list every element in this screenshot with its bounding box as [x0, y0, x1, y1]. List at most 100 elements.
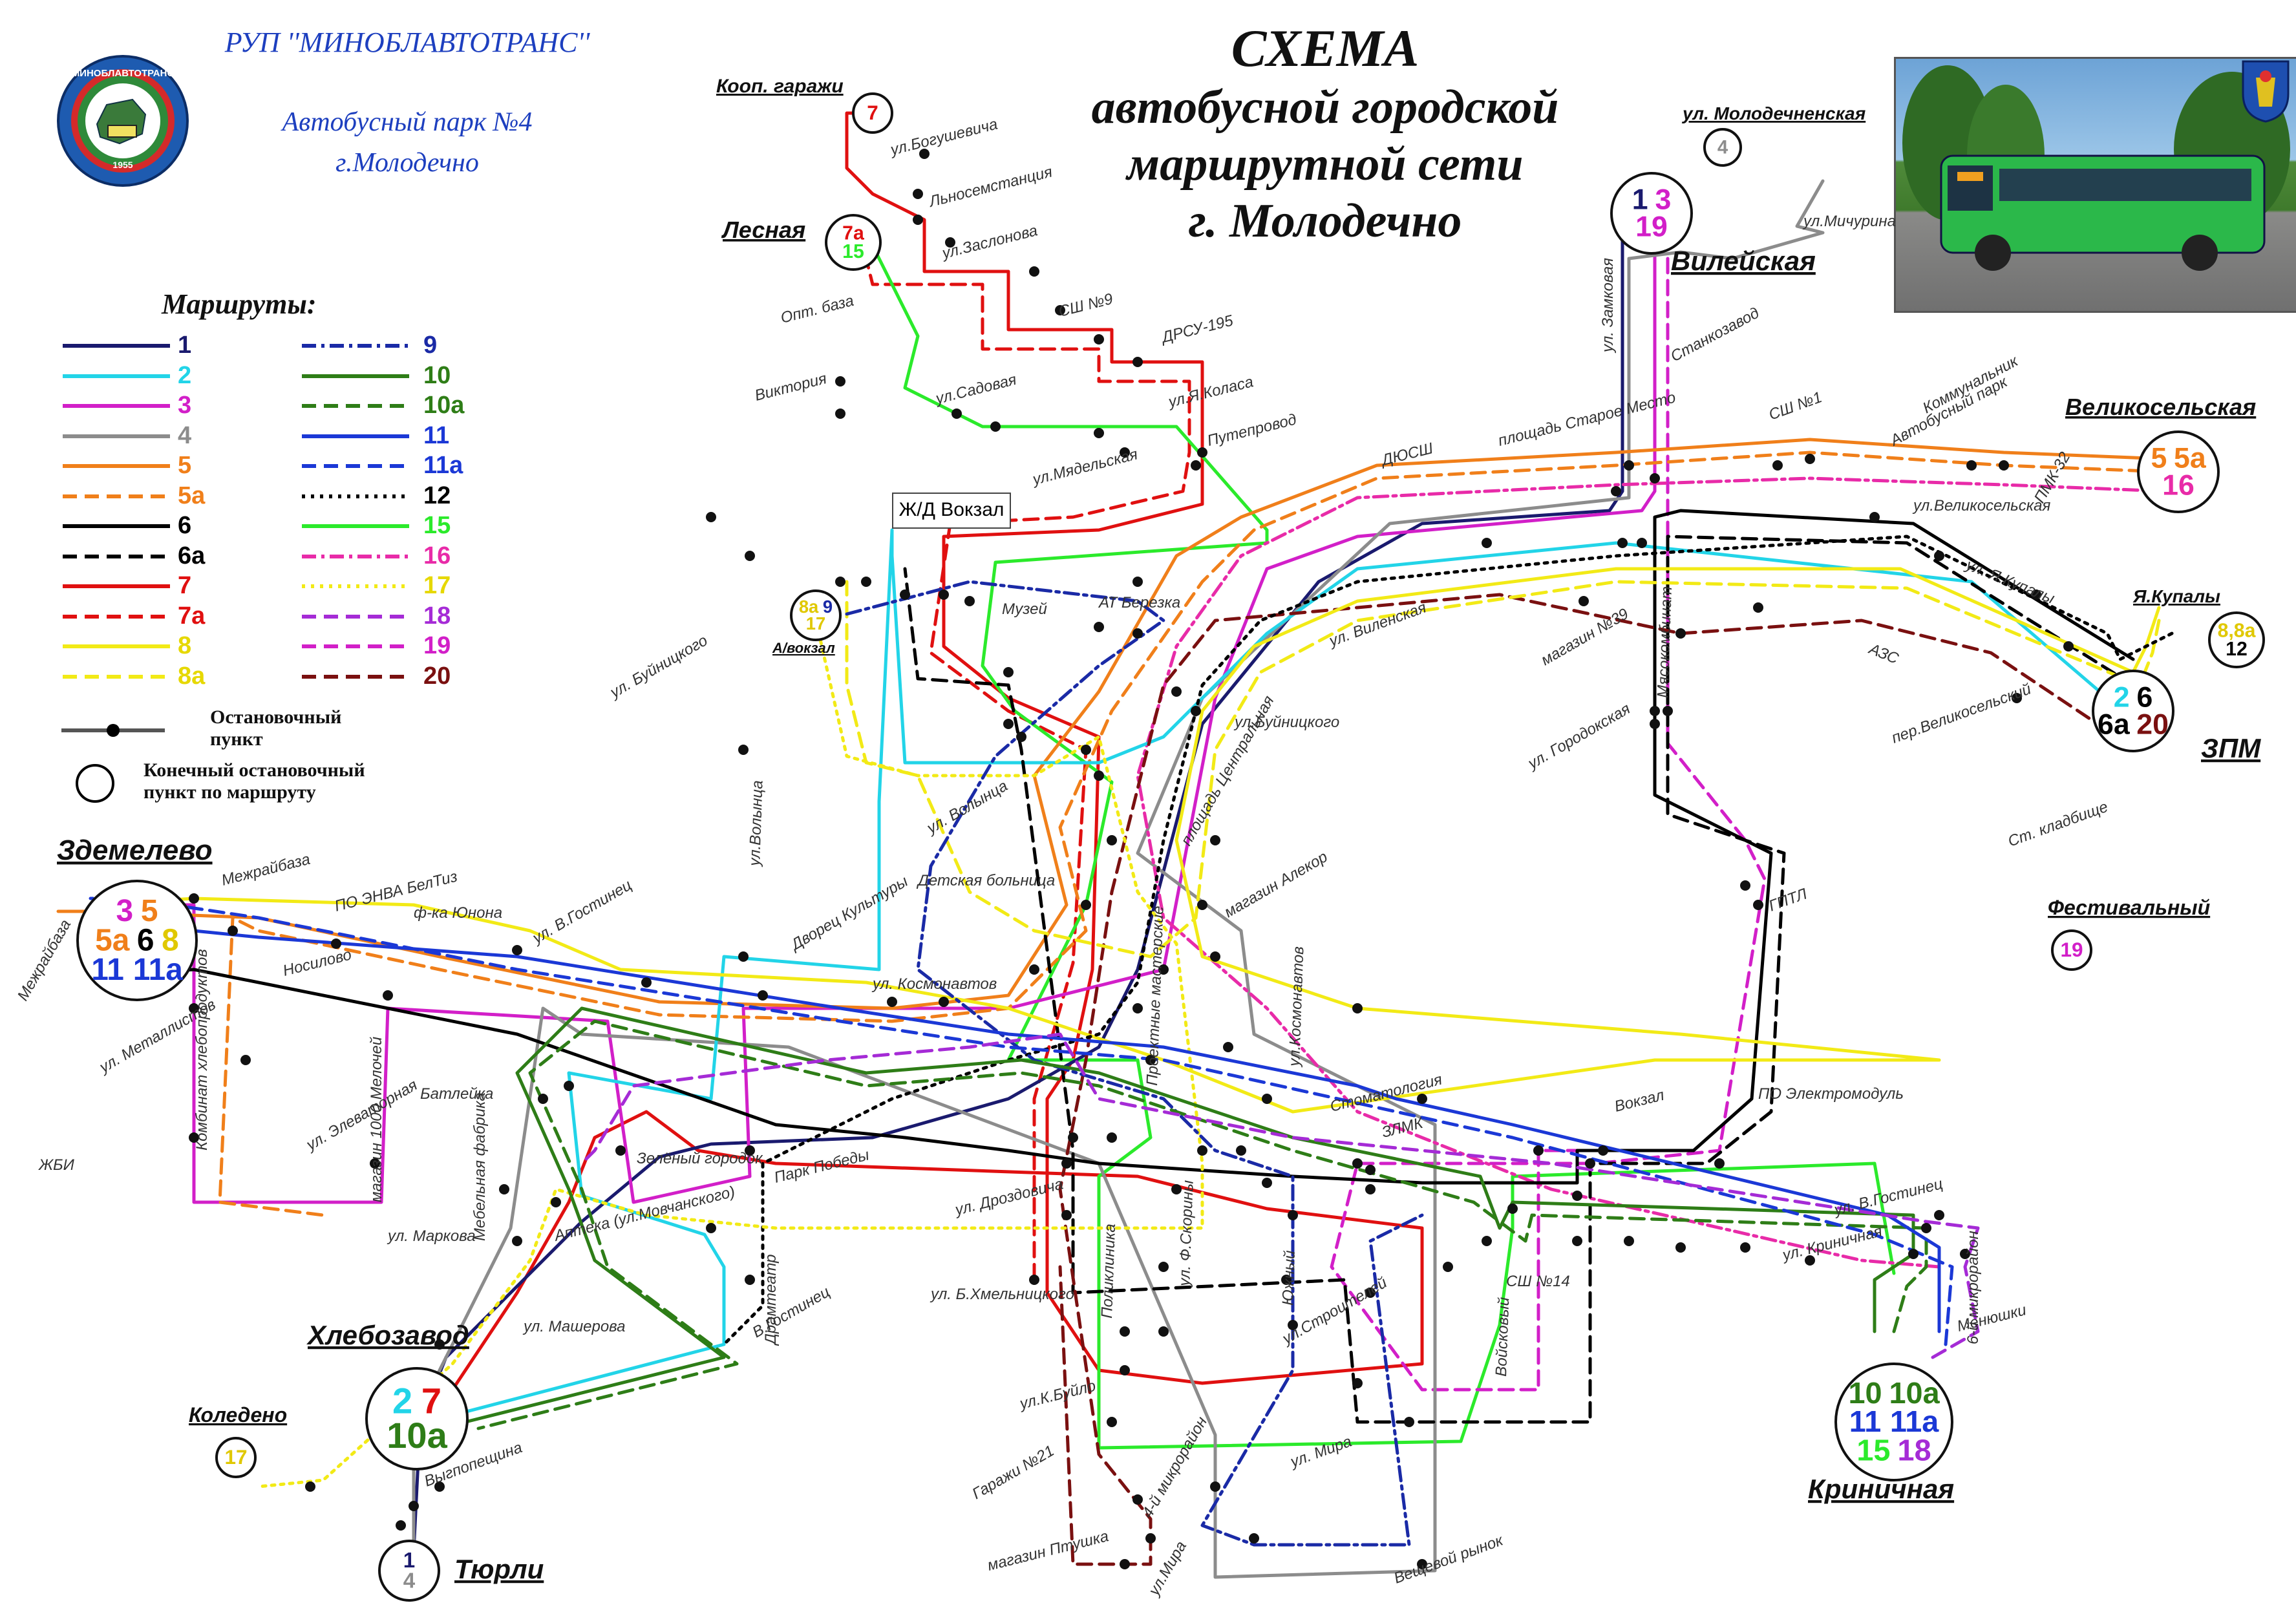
stop-label: Виктория: [753, 370, 829, 405]
terminal-route-number: 11а: [133, 953, 184, 987]
terminal-name: А/вокзал: [772, 640, 835, 656]
terminal-route-number: 8,8а: [2218, 620, 2256, 641]
stop-label: Автобусный парк: [1886, 373, 2011, 451]
terminal-route-number: 7: [867, 101, 878, 124]
terminal-circle: [2051, 929, 2092, 971]
stop-point: [1443, 1262, 1453, 1272]
stop-point: [738, 951, 749, 962]
stop-point: [1029, 266, 1039, 277]
legend-route-number: 5: [178, 452, 192, 479]
stop-point: [1578, 596, 1589, 606]
terminal-circle: [2092, 670, 2174, 752]
legend-route-number: 20: [423, 662, 451, 690]
stop-point: [1999, 460, 2009, 471]
stop-label: 4-й микрорайон: [1139, 1414, 1211, 1521]
stop-point: [1210, 835, 1220, 845]
terminal-circle: [378, 1540, 440, 1602]
stop-point: [1352, 1003, 1363, 1013]
terminal-name: Лесная: [721, 217, 805, 243]
route-line-8: [89, 567, 2161, 1114]
stop-point: [2031, 589, 2041, 600]
terminal-route-number: 10: [1849, 1376, 1882, 1410]
stop-label: магазин Алекор: [1222, 848, 1331, 921]
stop-point: [1365, 1288, 1376, 1298]
stop-point: [835, 376, 845, 387]
stop-point: [1960, 1249, 1970, 1259]
title-line-4: г. Молодечно: [1188, 195, 1462, 248]
legend-route-11a: 11a: [301, 452, 514, 482]
legend-route-number: 18: [423, 602, 451, 630]
stop-label: площадь Старое Место: [1496, 388, 1677, 449]
stop-point: [1650, 719, 1660, 729]
legend-route-2: 2: [61, 362, 275, 392]
terminal-name: Коледено: [189, 1403, 287, 1427]
stop-label: ул.Космонавтов: [1286, 946, 1308, 1068]
stop-point: [2012, 693, 2022, 703]
stop-label: ул.Волынца: [746, 780, 767, 867]
stop-label: ПО Электромодуль: [1758, 1085, 1904, 1103]
legend-route-number: 6a: [178, 542, 206, 569]
legend-route-20: 20: [301, 662, 514, 692]
terminal-route-number: 6а: [2098, 709, 2131, 741]
stop-point: [1094, 622, 1104, 632]
stop-point: [1572, 1236, 1582, 1246]
stop-label: Льносемстанция: [926, 163, 1054, 211]
terminal-circle: [2208, 611, 2265, 668]
stop-point: [1003, 719, 1014, 729]
legend-route-number: 16: [423, 542, 451, 569]
legend-route-number: 19: [423, 632, 451, 659]
legend-route-3: 3: [61, 392, 275, 421]
stop-point: [1417, 1559, 1427, 1569]
terminal-route-number: 9: [823, 597, 833, 617]
stop-label: ЖБИ: [38, 1156, 75, 1174]
stop-label: Ст. кладбище: [2006, 798, 2110, 851]
terminal-name: Криничная: [1808, 1474, 1954, 1504]
legend-route-9: 9: [301, 332, 514, 361]
stop-label: 6-й микрорайон: [1964, 1231, 1982, 1344]
stop-point: [1417, 1094, 1427, 1104]
stop-point: [1663, 706, 1673, 716]
stop-point: [1598, 1145, 1608, 1156]
stop-point: [1210, 951, 1220, 962]
stop-label: ул. Я.Купалы: [1962, 556, 2057, 608]
terminal-route-number: 5: [141, 894, 158, 928]
stop-point: [1145, 1533, 1156, 1543]
route-line-6: [89, 509, 2135, 1185]
legend-route-16: 16: [301, 542, 514, 572]
stop-label: Вокзал: [1613, 1087, 1666, 1116]
stop-point: [240, 1055, 251, 1065]
stop-point: [1869, 512, 1880, 522]
terminal-route-number: 6: [137, 924, 154, 958]
stop-point: [1533, 1145, 1544, 1156]
stop-label: ул. Маркова: [387, 1227, 476, 1245]
stop-point: [551, 1197, 561, 1207]
stop-label: ул.Садовая: [933, 371, 1019, 408]
stop-point: [939, 589, 949, 600]
stop-label: Мясокомбинат: [1654, 586, 1675, 699]
route-line-6a: [903, 535, 2135, 1424]
terminal-route-number: 11: [91, 953, 124, 987]
legend-route-number: 12: [423, 482, 451, 509]
legend-route-1: 1: [61, 332, 275, 361]
stop-point: [370, 1158, 380, 1169]
terminal-route-number: 19: [2060, 938, 2083, 961]
stop-point: [1482, 538, 1492, 548]
stop-point: [434, 1481, 445, 1492]
terminal-circle: [852, 92, 893, 134]
legend-route-number: 4: [178, 421, 192, 449]
stop-point: [1650, 706, 1660, 716]
stop-point: [1120, 447, 1130, 458]
stop-point: [835, 408, 845, 419]
stop-point: [1753, 900, 1763, 910]
stop-label: ул. Машерова: [522, 1318, 626, 1335]
stop-label: ул. Буйницкого: [606, 631, 711, 702]
route-line-17: [257, 612, 1204, 1489]
bus-photo: [1894, 57, 2296, 313]
stop-point: [939, 997, 949, 1007]
stop-point: [1197, 447, 1207, 458]
